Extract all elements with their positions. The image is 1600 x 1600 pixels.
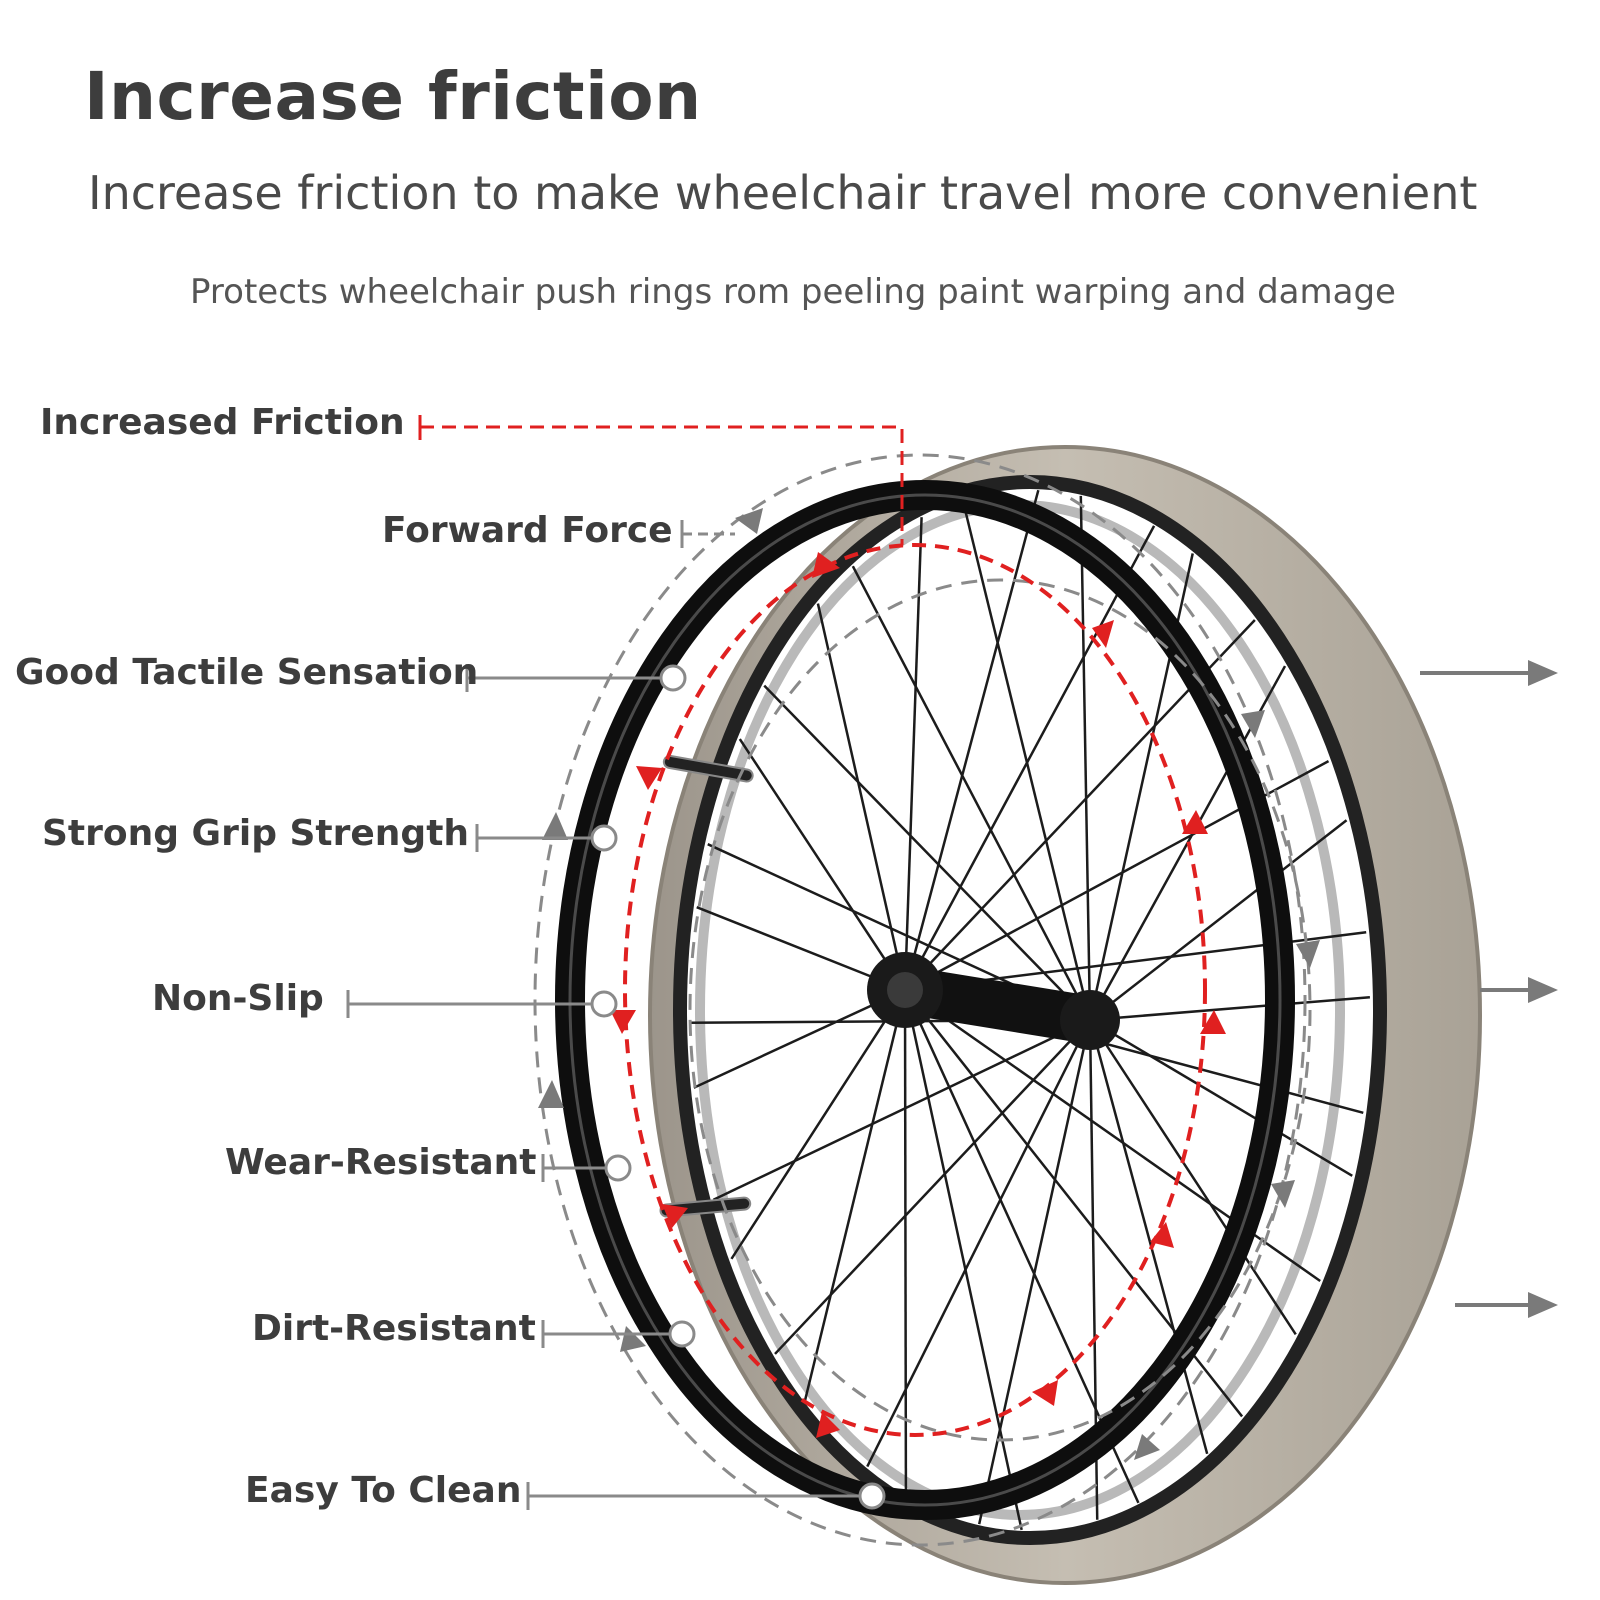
page-subtitle: Increase friction to make wheelchair tra… bbox=[88, 166, 1478, 220]
label-increased-friction: Increased Friction bbox=[40, 402, 405, 443]
spoke bbox=[1088, 1019, 1297, 1336]
friction-loop-red bbox=[623, 543, 1207, 1437]
spoke bbox=[738, 738, 907, 991]
spoke bbox=[693, 988, 906, 1089]
page-tagline: Protects wheelchair push rings rom peeli… bbox=[190, 272, 1396, 312]
spoke bbox=[816, 603, 907, 991]
spoke bbox=[1089, 995, 1370, 1022]
spoke bbox=[961, 499, 1092, 1021]
label-forward-force: Forward Force bbox=[382, 510, 673, 551]
spoke bbox=[1089, 819, 1348, 1021]
spoke bbox=[851, 565, 1092, 1021]
spoke bbox=[903, 525, 1156, 991]
spoke bbox=[1088, 1019, 1209, 1455]
spoke bbox=[1079, 495, 1092, 1021]
wheel-hub bbox=[867, 952, 1120, 1050]
label-strong-grip-strength: Strong Grip Strength bbox=[42, 813, 470, 854]
label-non-slip: Non-Slip bbox=[152, 978, 324, 1019]
spoke bbox=[866, 1019, 1092, 1468]
label-wear-resistant: Wear-Resistant bbox=[225, 1142, 537, 1183]
red-arrows bbox=[610, 552, 1226, 1438]
spoke bbox=[712, 1018, 1091, 1201]
label-good-tactile-sensation: Good Tactile Sensation bbox=[15, 652, 479, 693]
spoke bbox=[803, 989, 907, 1401]
spoke bbox=[903, 489, 1040, 991]
spoke bbox=[774, 1019, 1091, 1355]
spoke bbox=[1089, 1018, 1353, 1177]
label-easy-to-clean: Easy To Clean bbox=[245, 1470, 522, 1511]
spoke bbox=[730, 989, 907, 1260]
leader-increased-friction bbox=[418, 415, 904, 545]
spokes bbox=[690, 489, 1370, 1531]
page-title: Increase friction bbox=[84, 58, 702, 135]
label-dirt-resistant: Dirt-Resistant bbox=[252, 1308, 536, 1349]
rotation-path-gray bbox=[533, 453, 1307, 1547]
push-ring-highlight bbox=[568, 493, 1282, 1507]
feature-dots bbox=[590, 664, 886, 1510]
spoke bbox=[903, 989, 908, 1495]
spoke bbox=[763, 684, 1091, 1021]
rotation-path-gray-inner bbox=[688, 578, 1312, 1442]
motion-arrows bbox=[1420, 660, 1558, 1318]
